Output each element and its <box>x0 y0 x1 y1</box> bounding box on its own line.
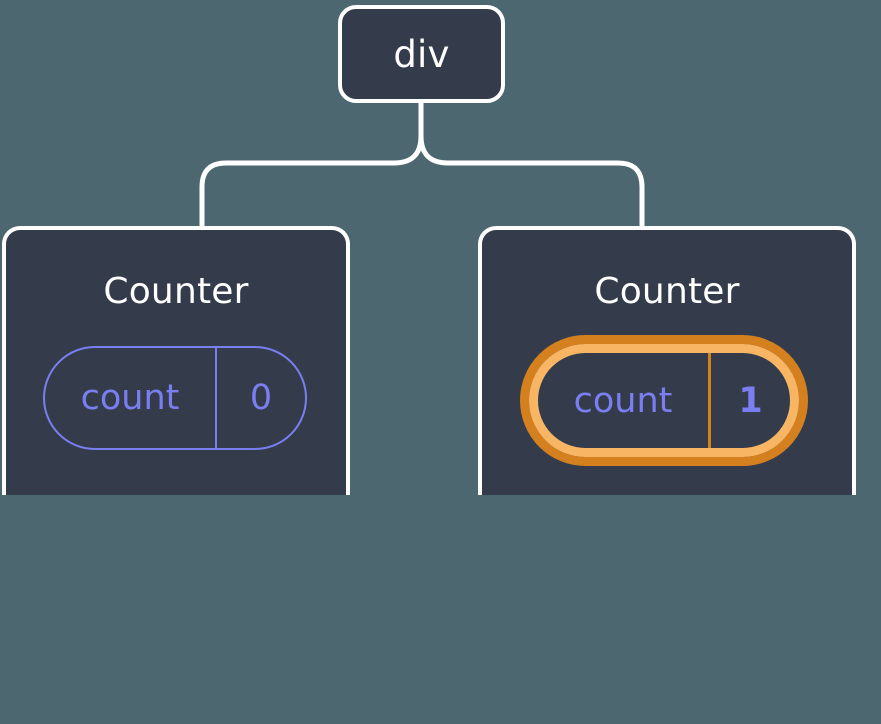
node-counter-left-label: Counter <box>103 271 249 312</box>
state-value-left: 0 <box>215 348 305 448</box>
state-key-left: count <box>80 378 180 418</box>
state-pill-right-highlighted[interactable]: count 1 <box>520 335 808 466</box>
state-value-right: 1 <box>708 353 790 448</box>
node-counter-right-label: Counter <box>594 271 740 312</box>
state-pill-left-wrapper: count 0 <box>43 346 307 450</box>
connector-left-branch <box>199 100 424 229</box>
state-pill-right-inner-ring: count 1 <box>529 344 799 457</box>
diagram-canvas: div Counter count 0 Counter count 1 <box>2 5 856 495</box>
state-pill-right-wrapper: count 1 <box>520 335 808 466</box>
state-pill-left[interactable]: count 0 <box>43 346 307 450</box>
node-div[interactable]: div <box>338 5 505 103</box>
node-div-label: div <box>393 32 450 76</box>
connector-right-branch <box>418 100 645 229</box>
state-key-right: count <box>573 380 673 421</box>
